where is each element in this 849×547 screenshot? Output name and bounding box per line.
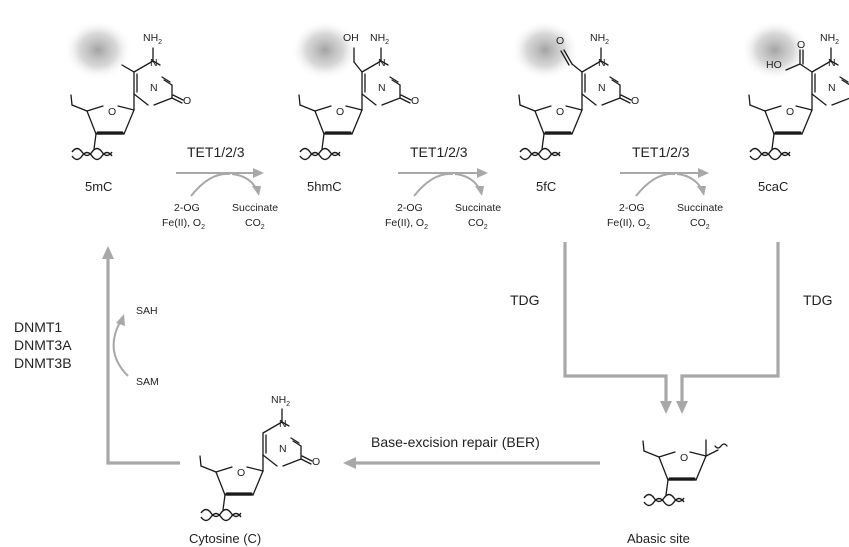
svg-text:Succinate: Succinate bbox=[232, 202, 278, 214]
nucleotide-cytosine: N N O O NH2 Cytosine (C) bbox=[189, 394, 320, 546]
svg-text:O: O bbox=[312, 456, 320, 468]
svg-text:2-OG: 2-OG bbox=[619, 202, 645, 214]
5fc-halo bbox=[511, 20, 579, 80]
svg-text:O: O bbox=[631, 95, 639, 107]
svg-text:O: O bbox=[680, 452, 688, 464]
svg-text:Succinate: Succinate bbox=[455, 202, 501, 214]
tdg-paths: TDG TDG bbox=[510, 242, 833, 414]
svg-text:Fe(II), O2: Fe(II), O2 bbox=[385, 217, 428, 231]
tet-label-2: TET1/2/3 bbox=[410, 144, 468, 160]
svg-text:NH2: NH2 bbox=[271, 394, 290, 408]
svg-text:O: O bbox=[556, 106, 564, 118]
svg-text:O: O bbox=[556, 35, 564, 47]
svg-text:Fe(II), O2: Fe(II), O2 bbox=[162, 217, 205, 231]
svg-text:N: N bbox=[828, 82, 836, 94]
ber-path: Base-excision repair (BER) bbox=[343, 434, 600, 469]
svg-text:SAM: SAM bbox=[136, 376, 159, 388]
svg-text:Succinate: Succinate bbox=[677, 202, 723, 214]
svg-text:N: N bbox=[378, 82, 386, 94]
svg-text:O: O bbox=[786, 106, 794, 118]
svg-text:NH2: NH2 bbox=[820, 32, 839, 46]
svg-text:2-OG: 2-OG bbox=[397, 202, 423, 214]
5fc-label: 5fC bbox=[536, 179, 556, 194]
svg-text:O: O bbox=[411, 95, 419, 107]
svg-text:N: N bbox=[279, 443, 287, 455]
nucleotide-5hmc: N N O O NH2 OH 5hmC bbox=[297, 32, 419, 194]
svg-text:HO: HO bbox=[766, 59, 782, 71]
svg-text:CO2: CO2 bbox=[468, 217, 488, 231]
svg-text:O: O bbox=[108, 106, 116, 118]
svg-text:N: N bbox=[598, 57, 606, 69]
5cac-halo bbox=[741, 20, 809, 80]
svg-text:N: N bbox=[378, 57, 386, 69]
cytosine-label: Cytosine (C) bbox=[189, 531, 261, 546]
nucleotide-5mc: N N O O NH2 5mC bbox=[69, 32, 191, 194]
svg-text:N: N bbox=[150, 57, 158, 69]
svg-text:N: N bbox=[279, 418, 287, 430]
5cac-label: 5caC bbox=[758, 179, 788, 194]
svg-text:NH2: NH2 bbox=[143, 32, 162, 46]
dnmt3b-label: DNMT3B bbox=[14, 355, 72, 371]
tet-step-2: TET1/2/3 2-OG Fe(II), O2 Succinate CO2 bbox=[385, 144, 501, 231]
5hmc-halo bbox=[291, 20, 359, 80]
svg-text:O: O bbox=[797, 39, 805, 51]
svg-text:SAH: SAH bbox=[136, 305, 158, 317]
svg-text:O: O bbox=[183, 95, 191, 107]
tet-step-1: TET1/2/3 2-OG Fe(II), O2 Succinate CO2 bbox=[162, 144, 278, 231]
nucleotide-5fc: N N O O NH2 O 5fC bbox=[517, 32, 639, 194]
svg-text:NH2: NH2 bbox=[370, 32, 389, 46]
svg-text:O: O bbox=[237, 467, 245, 479]
svg-text:CO2: CO2 bbox=[245, 217, 265, 231]
svg-text:O: O bbox=[336, 106, 344, 118]
dnmt3a-label: DNMT3A bbox=[14, 337, 72, 353]
tdg-label-right: TDG bbox=[803, 292, 833, 308]
abasic-label: Abasic site bbox=[627, 531, 690, 546]
5mc-halo bbox=[64, 20, 132, 80]
ber-label: Base-excision repair (BER) bbox=[371, 434, 540, 450]
5hmc-label: 5hmC bbox=[307, 179, 342, 194]
dnmt-path: SAH SAM DNMT1 DNMT3A DNMT3B bbox=[14, 246, 180, 465]
svg-text:NH2: NH2 bbox=[590, 32, 609, 46]
svg-text:OH: OH bbox=[343, 32, 359, 44]
tet-step-3: TET1/2/3 2-OG Fe(II), O2 Succinate CO2 bbox=[607, 144, 723, 231]
svg-text:2-OG: 2-OG bbox=[174, 202, 200, 214]
tet-label-3: TET1/2/3 bbox=[632, 144, 690, 160]
tdg-label-left: TDG bbox=[510, 292, 540, 308]
svg-text:Fe(II), O2: Fe(II), O2 bbox=[607, 217, 650, 231]
abasic-site: O Abasic site bbox=[627, 439, 728, 546]
tet-label-1: TET1/2/3 bbox=[187, 144, 245, 160]
5mc-label: 5mC bbox=[85, 179, 112, 194]
svg-text:CO2: CO2 bbox=[690, 217, 710, 231]
svg-text:N: N bbox=[598, 82, 606, 94]
svg-text:N: N bbox=[828, 57, 836, 69]
dnmt1-label: DNMT1 bbox=[14, 319, 62, 335]
nucleotide-5cac: N N O HO NH2 O 5caC bbox=[747, 32, 849, 194]
svg-text:N: N bbox=[150, 82, 158, 94]
